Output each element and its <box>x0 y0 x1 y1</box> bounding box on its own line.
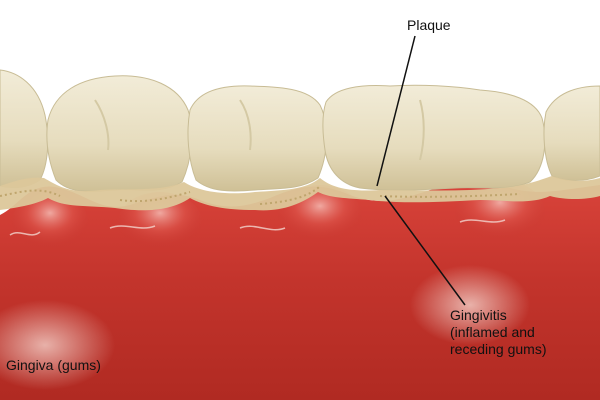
plaque-band <box>0 176 600 211</box>
gingivitis-label-line-3: receding gums) <box>450 341 547 357</box>
plaque-label: Plaque <box>407 17 451 33</box>
tooth-2 <box>46 75 193 192</box>
gingivitis-label-line-2: (inflamed and <box>450 324 535 340</box>
gum-highlight <box>0 300 115 390</box>
tooth-1 <box>0 69 49 189</box>
gingiva-label: Gingiva (gums) <box>6 357 101 373</box>
teeth <box>0 69 600 192</box>
plaque-leader-line <box>376 35 416 187</box>
tooth-3 <box>187 85 328 192</box>
tooth-5 <box>543 85 600 181</box>
gingivitis-label: Gingivitis (inflamed and receding gums) <box>450 307 547 358</box>
gum-highlight <box>410 265 530 345</box>
gingivitis-label-line-1: Gingivitis <box>450 307 507 323</box>
tooth-4 <box>322 84 546 191</box>
gingivitis-leader-line <box>384 195 466 306</box>
